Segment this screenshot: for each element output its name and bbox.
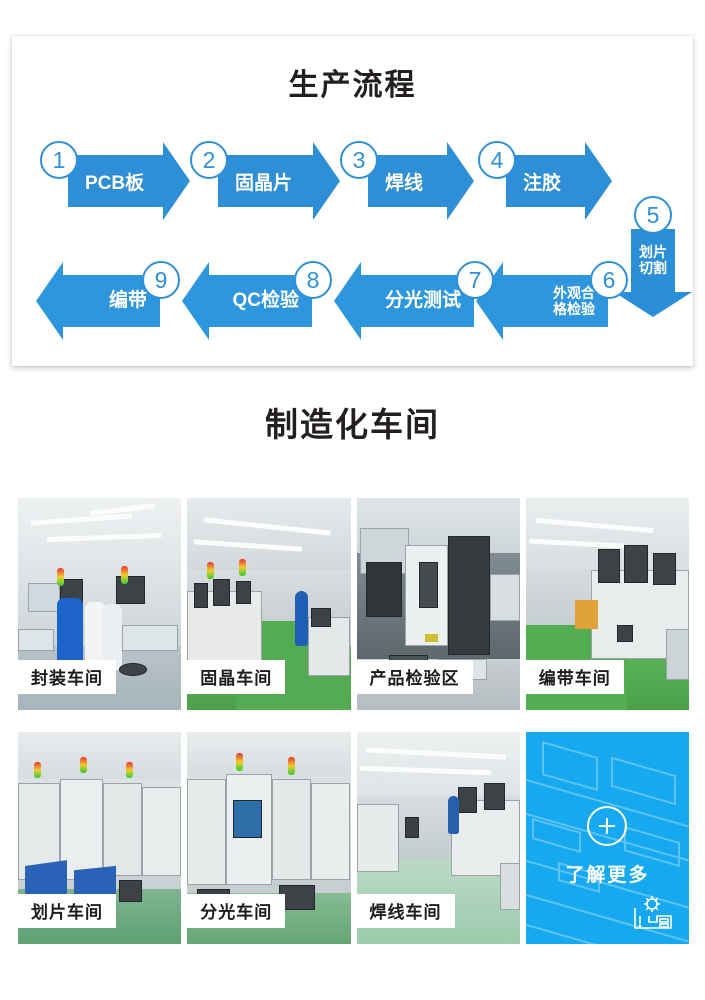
step-label-9: 编带 bbox=[108, 290, 147, 312]
gallery-label-inspection: 产品检验区 bbox=[356, 660, 473, 694]
gallery-cell-dicing[interactable]: 划片车间 bbox=[18, 732, 182, 944]
gallery-cell-packaging[interactable]: 封装车间 bbox=[18, 498, 182, 710]
step-number-7: 7 bbox=[456, 261, 494, 299]
step-label-7: 分光测试 bbox=[384, 290, 461, 312]
flow-step-2[interactable]: 2 固晶片 bbox=[190, 141, 342, 221]
step-arrow-left-7: 分光测试 bbox=[334, 262, 474, 340]
factory-gear-icon bbox=[634, 896, 672, 929]
flow-step-9[interactable]: 9 编带 bbox=[34, 261, 184, 341]
step-label-3: 焊线 bbox=[385, 172, 424, 194]
gallery-cell-taping[interactable]: 编带车间 bbox=[525, 498, 689, 710]
gallery-label-dicing: 划片车间 bbox=[18, 894, 116, 928]
step-arrow-right-1: PCB板 bbox=[68, 142, 190, 220]
production-flow-card: 生产流程 1 PCB板 2 固晶片 3 焊线 bbox=[12, 36, 693, 366]
gallery-label-die-bonding: 固晶车间 bbox=[187, 660, 286, 694]
section-title-workshops: 制造化车间 bbox=[265, 406, 440, 443]
gallery-label-packaging: 封装车间 bbox=[18, 660, 116, 694]
workshop-photo-dicing bbox=[18, 732, 182, 944]
workshop-gallery-grid: 封装车间 固晶车间 bbox=[18, 498, 689, 944]
gallery-cell-die-bonding[interactable]: 固晶车间 bbox=[187, 498, 351, 710]
flow-step-3[interactable]: 3 焊线 bbox=[340, 141, 480, 221]
gallery-label-sorting: 分光车间 bbox=[187, 894, 286, 928]
flow-step-6[interactable]: 6 外观合 格检验 bbox=[474, 261, 634, 341]
page-title: 生产流程 bbox=[288, 69, 417, 102]
gallery-cell-wire-bonding[interactable]: 焊线车间 bbox=[356, 732, 520, 944]
step-number-1: 1 bbox=[40, 141, 78, 179]
workshop-photo-die-bonding bbox=[187, 498, 351, 710]
gallery-label-taping: 编带车间 bbox=[525, 660, 624, 694]
step-number-2: 2 bbox=[190, 141, 228, 179]
flow-step-1[interactable]: 1 PCB板 bbox=[40, 141, 192, 221]
flow-row-1: 1 PCB板 2 固晶片 3 焊线 4 bbox=[12, 141, 693, 221]
plus-circle-icon bbox=[587, 806, 628, 846]
step-label-1: PCB板 bbox=[85, 172, 145, 194]
step-number-8: 8 bbox=[294, 261, 332, 299]
step-number-9: 9 bbox=[142, 261, 180, 299]
step-number-3: 3 bbox=[340, 141, 378, 179]
step-label-4: 注胶 bbox=[523, 172, 562, 194]
step-label-8: QC检验 bbox=[232, 290, 299, 312]
flow-row-2: 9 编带 8 QC检验 7 分光测试 6 bbox=[12, 261, 693, 341]
workshop-photo-sorting bbox=[187, 732, 351, 944]
gallery-cell-learn-more[interactable]: 了解更多 bbox=[525, 732, 689, 944]
flow-step-8[interactable]: 8 QC检验 bbox=[180, 261, 336, 341]
step-number-4: 4 bbox=[478, 141, 516, 179]
step-arrow-right-2: 固晶片 bbox=[218, 142, 340, 220]
flow-step-5[interactable]: 5 划片 切割 bbox=[612, 196, 702, 326]
flow-step-4[interactable]: 4 注胶 bbox=[478, 141, 618, 221]
gallery-cell-sorting[interactable]: 分光车间 bbox=[187, 732, 351, 944]
step-label-5: 划片 切割 bbox=[639, 244, 667, 276]
flow-step-7[interactable]: 7 分光测试 bbox=[332, 261, 502, 341]
gallery-label-wire-bonding: 焊线车间 bbox=[356, 894, 455, 928]
step-arrow-down-5: 划片 切割 bbox=[614, 229, 692, 317]
gallery-cell-inspection[interactable]: 产品检验区 bbox=[356, 498, 520, 710]
step-label-2: 固晶片 bbox=[235, 172, 293, 194]
learn-more-label: 了解更多 bbox=[565, 865, 650, 886]
step-label-6: 外观合 格检验 bbox=[553, 284, 595, 317]
step-number-5: 5 bbox=[634, 196, 672, 234]
step-arrow-left-8: QC检验 bbox=[182, 262, 312, 340]
step-number-6: 6 bbox=[590, 261, 628, 299]
step-arrow-right-3: 焊线 bbox=[368, 142, 474, 220]
step-arrow-right-4: 注胶 bbox=[506, 142, 612, 220]
